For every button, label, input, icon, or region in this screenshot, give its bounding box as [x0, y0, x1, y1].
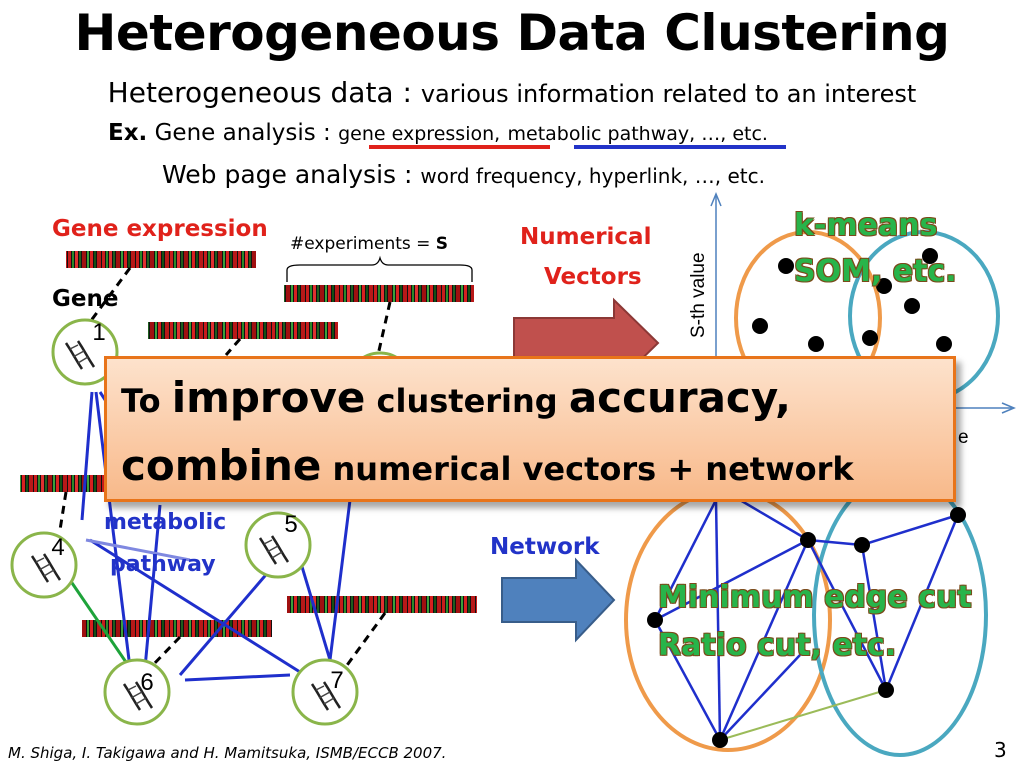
expression-bar	[148, 322, 338, 339]
page-number: 3	[994, 738, 1007, 762]
subtitle-main: Heterogeneous data :	[107, 76, 412, 109]
web-analysis-items: word frequency, hyperlink, …, etc.	[420, 164, 765, 188]
min-edge-cut-label: Minimum edge cut	[658, 580, 972, 615]
experiments-var: S	[435, 234, 449, 254]
left-network-edge-green	[68, 579, 132, 669]
callout-line-1: To improve clustering accuracy,	[121, 373, 791, 422]
subtitle-rest: various information related to an intere…	[420, 80, 917, 108]
callout-line-2: combine numerical vectors + network	[121, 441, 854, 490]
som-label: SOM, etc.	[794, 254, 957, 289]
y-axis-label: S-th value	[688, 252, 709, 338]
callout-word: clustering	[365, 382, 569, 420]
ex-comma: ,	[494, 123, 501, 145]
gene-node-label: 4	[51, 534, 64, 561]
callout-word: To	[121, 382, 172, 420]
gene-node-6	[103, 658, 171, 726]
gene-node-label: 1	[92, 319, 105, 346]
gene-node-1	[51, 318, 119, 386]
scatter-points	[752, 248, 952, 352]
expression-bar	[20, 475, 104, 492]
callout-box: To improve clustering accuracy, combine …	[104, 356, 956, 502]
subtitle: Heterogeneous data : various information…	[0, 76, 1024, 109]
citation: M. Shiga, I. Takigawa and H. Mamitsuka, …	[8, 744, 447, 762]
callout-word: numerical vectors + network	[321, 450, 854, 488]
right-network-edges	[653, 498, 960, 741]
metabolic-pathway-term: metabolic pathway	[507, 123, 690, 145]
y-axis-arrowhead	[710, 192, 722, 207]
gene-expression-term: gene expression	[338, 123, 495, 145]
metabolic-label: metabolic	[104, 510, 227, 535]
callout-word: combine	[121, 441, 322, 490]
kmeans-label: k-means	[794, 208, 938, 243]
gene-analysis-label: Gene analysis :	[154, 120, 331, 146]
right-network-cut-edge	[719, 689, 887, 741]
ex-tail: , …, etc.	[689, 123, 768, 145]
experiments-text: #experiments =	[290, 234, 436, 254]
gene-node-4	[10, 531, 78, 599]
expression-bar	[82, 620, 272, 637]
callout-word: improve	[171, 373, 366, 422]
expression-bar	[287, 596, 477, 613]
gene-node-5	[244, 511, 312, 579]
slide-title: Heterogeneous Data Clustering	[74, 4, 950, 62]
ratio-cut-label: Ratio cut, etc.	[658, 628, 897, 663]
web-analysis-example: Web page analysis : word frequency, hype…	[162, 160, 765, 189]
left-network-edge-faint	[85, 538, 191, 562]
experiments-label: #experiments = S	[290, 234, 448, 254]
x-axis-arrowhead	[1001, 402, 1016, 414]
right-network-nodes	[647, 507, 966, 748]
gene-analysis-example: Ex. Gene analysis : gene expression, met…	[108, 120, 768, 146]
pathway-label: pathway	[110, 552, 216, 577]
gene-node-7	[291, 658, 359, 726]
gene-bar-connectors	[58, 267, 392, 670]
gene-expression-label: Gene expression	[52, 216, 268, 242]
x-axis-label-partial: e	[958, 427, 969, 448]
gene-node-label: 7	[330, 667, 343, 694]
vectors-label: Vectors	[544, 264, 642, 290]
network-arrow	[501, 557, 616, 643]
expression-bar	[66, 251, 256, 268]
gene-node-label: 5	[284, 511, 297, 538]
web-analysis-label: Web page analysis :	[162, 160, 413, 189]
experiments-brace	[286, 255, 473, 282]
gene-label: Gene	[52, 286, 119, 312]
network-label: Network	[490, 534, 600, 560]
callout-word: accuracy,	[568, 373, 791, 422]
numerical-label: Numerical	[520, 224, 652, 250]
ex-prefix: Ex.	[108, 120, 148, 146]
expression-bar	[284, 285, 474, 302]
gene-node-label: 6	[140, 669, 153, 696]
